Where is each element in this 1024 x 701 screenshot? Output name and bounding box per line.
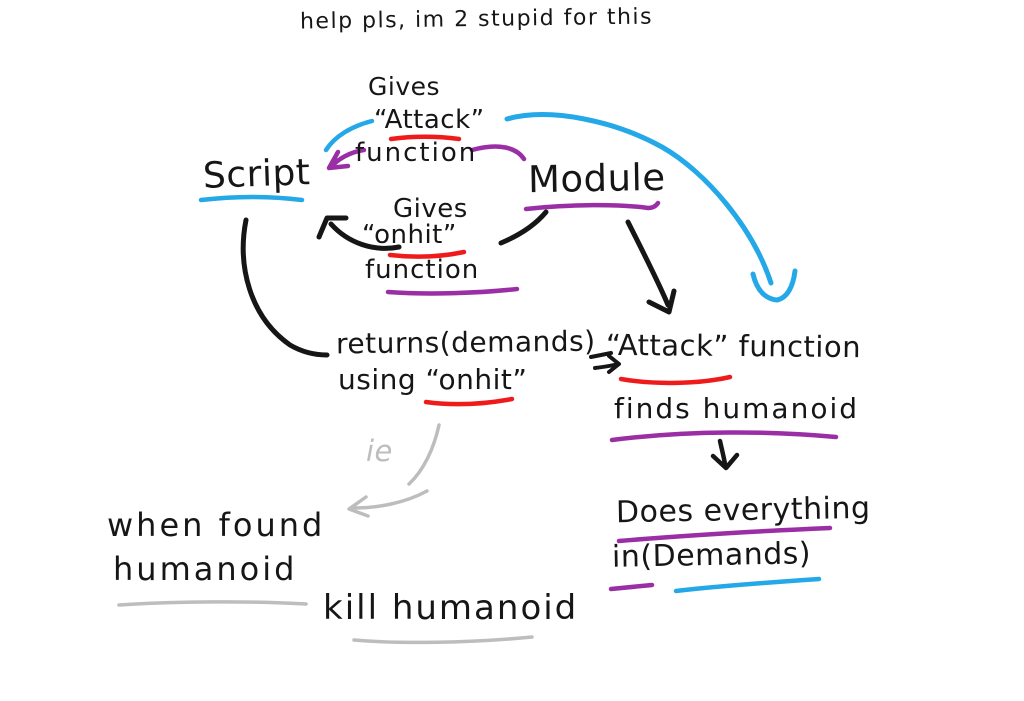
blue-arc-arrowhead xyxy=(750,268,798,303)
script-underline xyxy=(198,194,305,203)
ie-arrow-lower xyxy=(347,489,429,518)
gives-attack-line1: Gives xyxy=(368,72,441,101)
returns-line1: returns(demands) xyxy=(335,324,596,361)
module-to-onhit-curve xyxy=(498,209,549,246)
ie-label: ie xyxy=(366,434,393,468)
gives-onhit-line3: function xyxy=(365,255,480,285)
demands-underline xyxy=(673,576,822,594)
gives-onhit-line2: “onhit” xyxy=(362,220,457,250)
gives-attack-line2: “Attack” xyxy=(374,105,485,135)
kill-humanoid-label: kill humanoid xyxy=(323,588,579,628)
module-node: Module xyxy=(527,155,666,202)
gives-attack-line3: function xyxy=(355,138,478,168)
when-found-line1: when found xyxy=(107,506,326,544)
when-found-underline xyxy=(117,600,308,607)
attack-function-label: “Attack” function xyxy=(605,327,862,365)
does-everything-line1: Does everything xyxy=(615,490,871,531)
in-underline xyxy=(608,582,655,592)
script-node: Script xyxy=(202,152,312,197)
kill-humanoid-underline xyxy=(352,635,534,645)
finds-humanoid-label: finds humanoid xyxy=(614,392,859,425)
finds-humanoid-underline xyxy=(609,430,839,443)
script-to-returns-curve xyxy=(240,217,330,358)
module-to-attackfn-arrow xyxy=(625,219,677,315)
ie-curve-upper xyxy=(407,423,441,486)
title-text: help pls, im 2 stupid for this xyxy=(299,4,654,35)
attack-fn-underline xyxy=(618,374,733,386)
function-to-module-curve xyxy=(469,144,527,162)
does-everything-line2: in(Demands) xyxy=(611,536,812,575)
when-found-line2: humanoid xyxy=(113,550,298,588)
module-underline xyxy=(523,200,661,212)
using-onhit-underline xyxy=(423,396,515,407)
gives-onhit-line1: Gives xyxy=(393,194,468,224)
finds-to-does-arrow xyxy=(710,438,740,471)
returns-line2: using “onhit” xyxy=(338,363,528,396)
onhit-function-underline xyxy=(385,286,520,296)
